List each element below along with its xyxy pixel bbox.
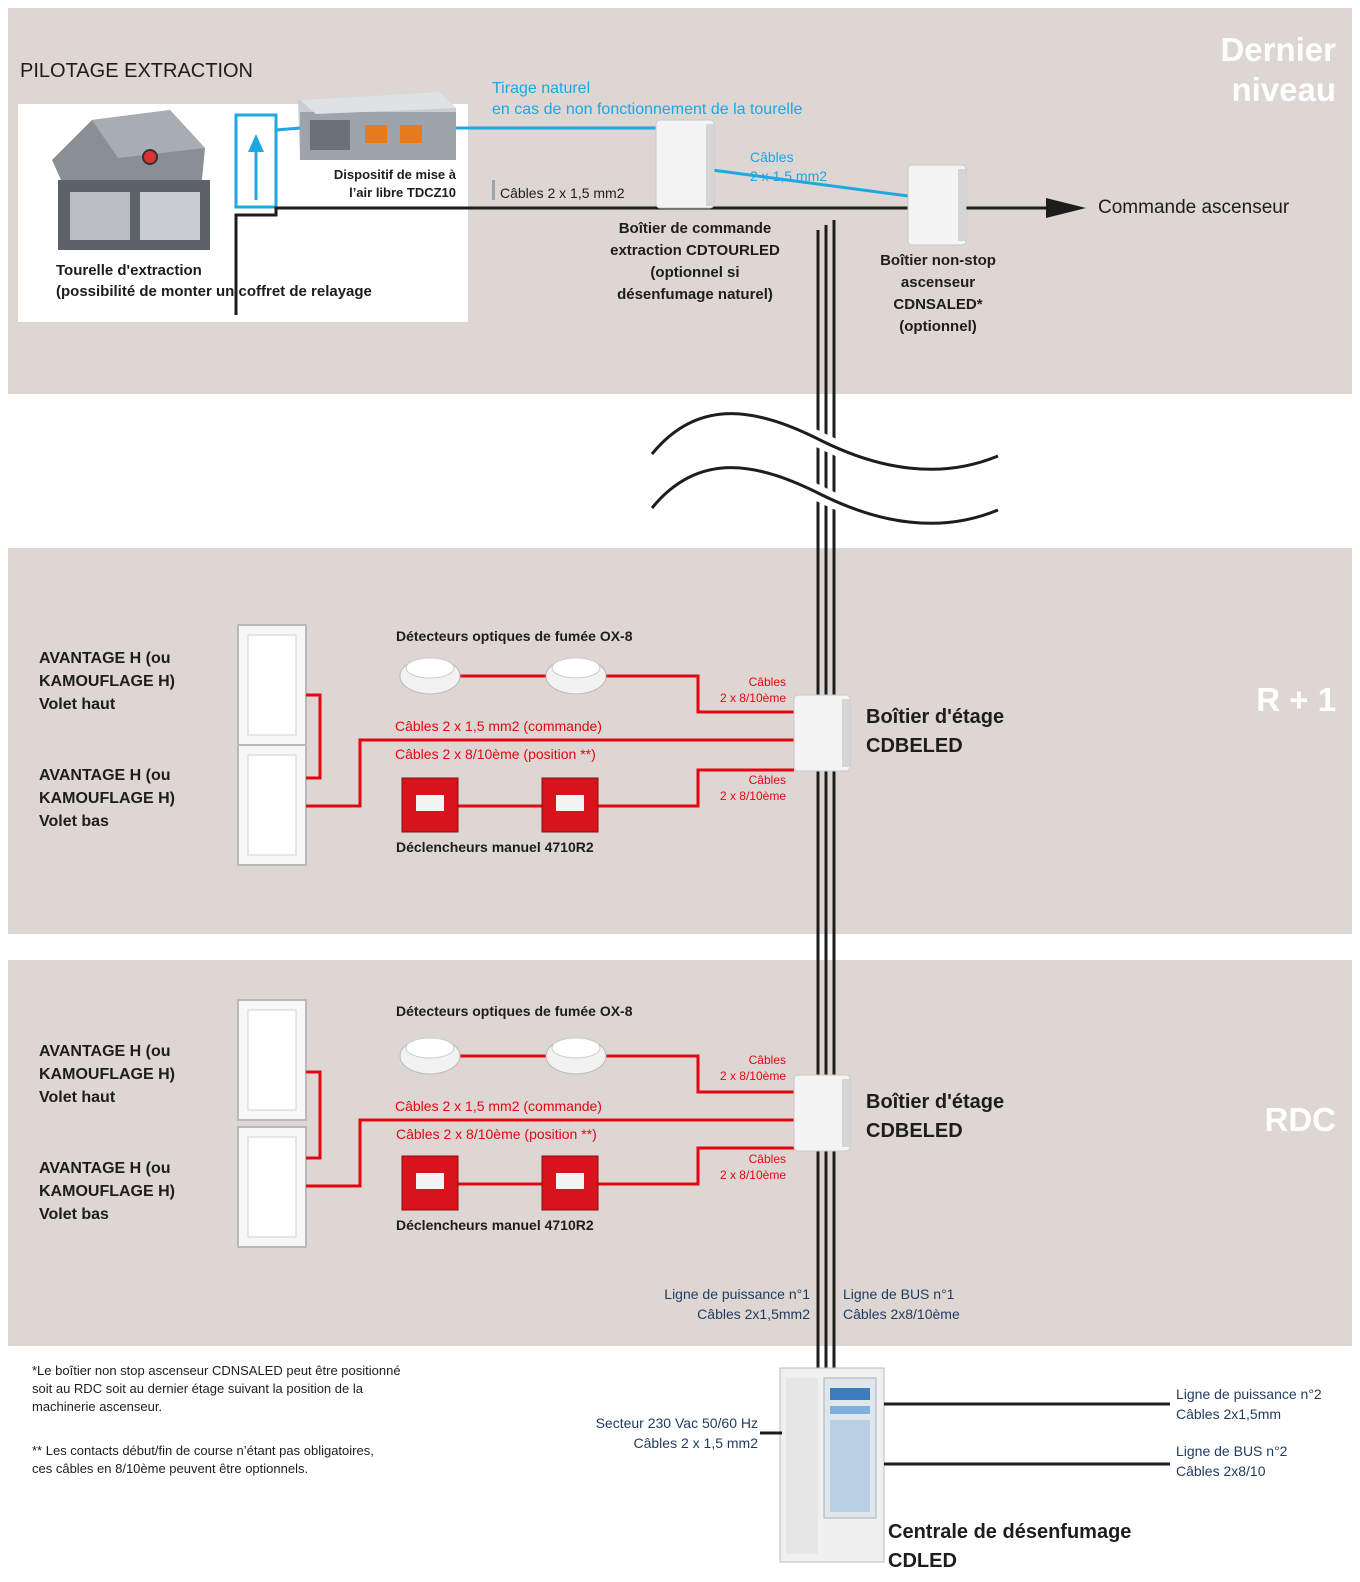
cables-blue-label: Câbles 2 x 1,5 mm2 [750, 149, 828, 184]
bus2-label: Ligne de BUS n°2 Câbles 2x8/10 [1176, 1443, 1288, 1479]
band-rdc [8, 960, 1352, 1346]
level-label-dernier: Dernier niveau [1220, 31, 1336, 108]
cdtourled-label: Boîtier de commande extraction CDTOURLED… [610, 220, 780, 303]
rdc-cables-top-label: Câbles 2 x 8/10ème [719, 1053, 786, 1083]
rdc-box-label: Boîtier d'étage CDBELED [866, 1091, 1005, 1142]
footnote-2: ** Les contacts début/fin de course n’ét… [32, 1443, 374, 1476]
bus1-label: Ligne de BUS n°1 Câbles 2x8/10ème [843, 1286, 960, 1322]
cdnsaled-label: Boîtier non-stop ascenseur CDNSALED* (op… [880, 252, 996, 335]
r1-volet-haut-label: AVANTAGE H (ou KAMOUFLAGE H) Volet haut [39, 650, 175, 713]
rdc-pos-cable-label: Câbles 2 x 8/10ème (position **) [396, 1126, 597, 1142]
cdtourled-box-icon [655, 119, 715, 209]
rdc-cables-bottom-label: Câbles 2 x 8/10ème [719, 1152, 786, 1182]
secteur-label: Secteur 230 Vac 50/60 Hz Câbles 2 x 1,5 … [595, 1415, 758, 1451]
r1-cables-top-label: Câbles 2 x 8/10ème [719, 675, 786, 705]
footnote-1: *Le boîtier non stop ascenseur CDNSALED … [32, 1363, 401, 1414]
cables-black-label: Câbles 2 x 1,5 mm2 [500, 185, 625, 201]
floor-r1-drawing [237, 624, 851, 866]
floor-rdc-drawing [237, 999, 851, 1248]
r1-box-label: Boîtier d'étage CDBELED [866, 706, 1005, 757]
tourelle-label: Tourelle d'extraction (possibilité de mo… [56, 262, 372, 300]
tourelle-extraction-icon [52, 110, 210, 250]
centrale-cdled-icon [779, 1367, 885, 1563]
rdc-volet-bas-label: AVANTAGE H (ou KAMOUFLAGE H) Volet bas [39, 1160, 175, 1223]
puissance1-label: Ligne de puissance n°1 Câbles 2x1,5mm2 [664, 1286, 810, 1322]
r1-pos-cable-label: Câbles 2 x 8/10ème (position **) [395, 746, 596, 762]
tdcz10-label: Dispositif de mise à l’air libre TDCZ10 [333, 167, 456, 200]
tdcz10-icon [298, 92, 456, 160]
level-label-r1: R + 1 [1256, 681, 1336, 718]
level-label-rdc: RDC [1264, 1101, 1337, 1138]
rdc-detectors-label: Détecteurs optiques de fumée OX-8 [396, 1003, 633, 1019]
r1-cables-bottom-label: Câbles 2 x 8/10ème [719, 773, 786, 803]
rdc-volet-haut-label: AVANTAGE H (ou KAMOUFLAGE H) Volet haut [39, 1043, 175, 1106]
centrale-label: Centrale de désenfumage CDLED [888, 1521, 1132, 1572]
r1-cmd-cable-label: Câbles 2 x 1,5 mm2 (commande) [395, 718, 602, 734]
tirage-naturel-label: Tirage naturel en cas de non fonctionnem… [492, 80, 803, 118]
cdnsaled-box-icon [907, 164, 967, 246]
r1-manual-label: Déclencheurs manuel 4710R2 [396, 839, 594, 855]
rdc-manual-label: Déclencheurs manuel 4710R2 [396, 1217, 594, 1233]
puissance2-label: Ligne de puissance n°2 Câbles 2x1,5mm [1176, 1386, 1322, 1422]
commande-ascenseur-label: Commande ascenseur [1098, 197, 1290, 218]
rdc-cmd-cable-label: Câbles 2 x 1,5 mm2 (commande) [395, 1098, 602, 1114]
pilotage-title: PILOTAGE EXTRACTION [20, 60, 253, 82]
r1-detectors-label: Détecteurs optiques de fumée OX-8 [396, 628, 633, 644]
r1-volet-bas-label: AVANTAGE H (ou KAMOUFLAGE H) Volet bas [39, 767, 175, 830]
